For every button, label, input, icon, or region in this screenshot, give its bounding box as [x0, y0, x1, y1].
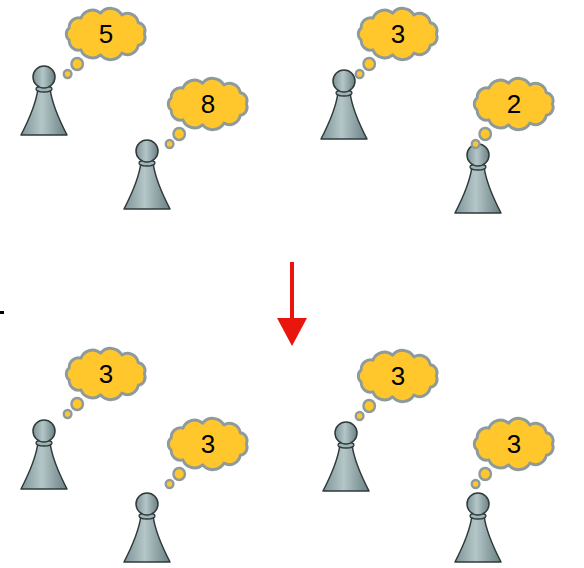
- pawn-figure: [124, 493, 170, 562]
- cloud-outline: [66, 8, 145, 59]
- cloud-outline: [474, 78, 553, 129]
- pawn-figure: [124, 140, 170, 209]
- pawn-figure: [455, 144, 501, 213]
- thought-tail: [363, 58, 375, 70]
- thought-number: 8: [195, 90, 221, 119]
- thought-bubble: 2: [466, 74, 562, 134]
- thought-tail: [363, 400, 375, 412]
- thought-tail: [71, 398, 83, 410]
- thought-number: 3: [385, 20, 411, 49]
- pawn-figure: [21, 420, 67, 489]
- down-arrow: [290, 262, 294, 322]
- edge-mark: [0, 311, 4, 314]
- thought-bubble: 3: [350, 346, 446, 406]
- pawn-figure: [21, 66, 67, 135]
- thought-tail: [64, 410, 72, 418]
- thought-tail: [166, 480, 174, 488]
- thought-bubble: 3: [160, 414, 256, 474]
- cloud-outline: [358, 350, 437, 401]
- thought-tail: [173, 468, 185, 480]
- pawn-figure: [321, 70, 367, 139]
- pawn-figure: [455, 493, 501, 562]
- thought-number: 5: [93, 20, 119, 49]
- thought-bubble: 3: [350, 4, 446, 64]
- cloud-outline: [168, 78, 247, 129]
- thought-number: 3: [385, 362, 411, 391]
- thought-tail: [472, 140, 480, 148]
- thought-number: 3: [195, 430, 221, 459]
- thought-tail: [479, 128, 491, 140]
- cloud-outline: [168, 418, 247, 469]
- thought-tail: [356, 70, 364, 78]
- cloud-outline: [358, 8, 437, 59]
- cloud-outline: [66, 348, 145, 399]
- thought-bubble: 3: [466, 414, 562, 474]
- thought-tail: [64, 70, 72, 78]
- thought-tail: [71, 58, 83, 70]
- thought-tail: [166, 140, 174, 148]
- thought-bubble: 3: [58, 344, 154, 404]
- thought-tail: [173, 128, 185, 140]
- thought-tail: [472, 480, 480, 488]
- thought-bubble: 5: [58, 4, 154, 64]
- thought-number: 3: [93, 360, 119, 389]
- down-arrow-head: [277, 318, 307, 346]
- thought-tail: [479, 468, 491, 480]
- thought-bubble: 8: [160, 74, 256, 134]
- cloud-outline: [474, 418, 553, 469]
- thought-number: 2: [501, 90, 527, 119]
- thought-tail: [356, 412, 364, 420]
- thought-number: 3: [501, 430, 527, 459]
- pawn-figure: [323, 422, 369, 491]
